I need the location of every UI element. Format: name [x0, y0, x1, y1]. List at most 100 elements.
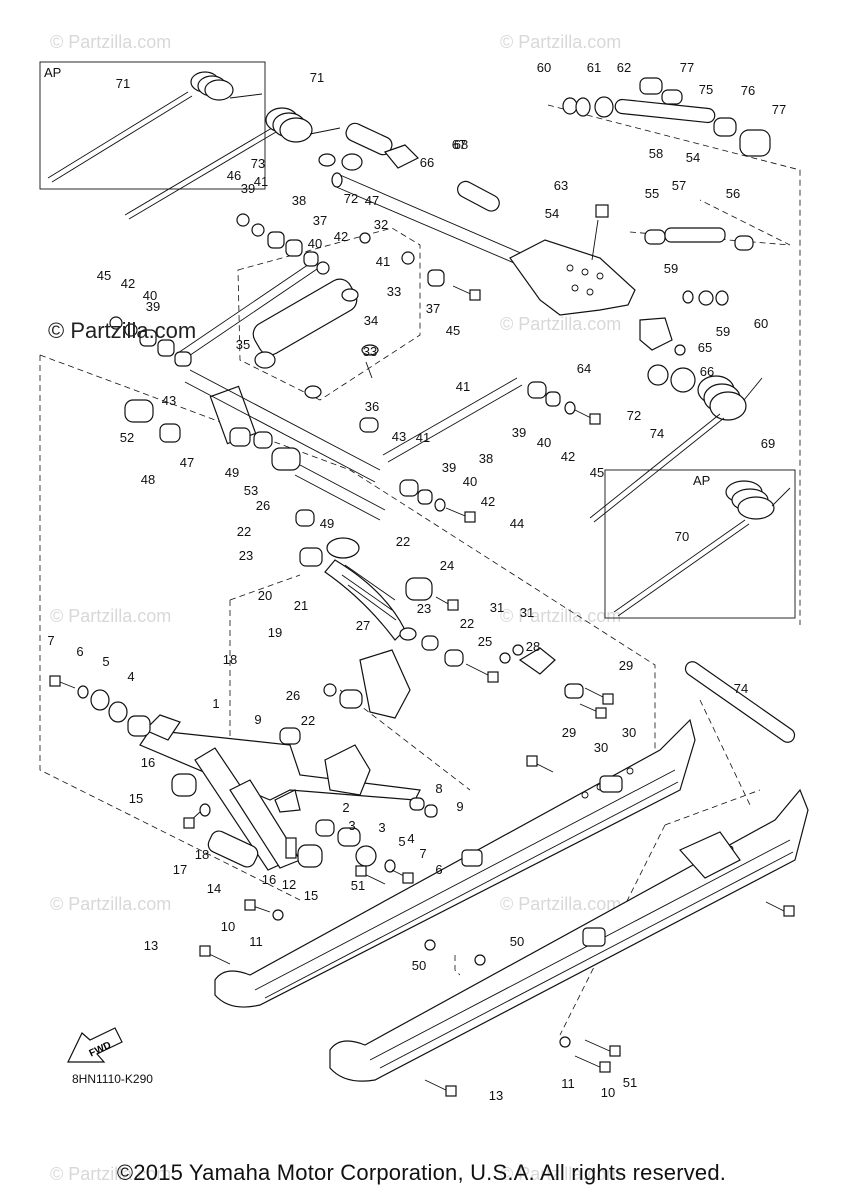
inset-label: AP — [693, 473, 710, 488]
inset-ap-70: AP — [39, 61, 266, 190]
part-callout-64: 64 — [577, 361, 591, 376]
part-callout-35: 35 — [236, 337, 250, 352]
part-callout-15: 15 — [304, 888, 318, 903]
part-callout-8: 8 — [435, 781, 442, 796]
part-callout-66: 66 — [420, 155, 434, 170]
fwd-arrow: FWD — [67, 1027, 123, 1063]
inset-ap-68: AP — [604, 469, 796, 619]
shock-20 — [324, 537, 417, 641]
part-callout-75: 75 — [699, 82, 713, 97]
faint-watermark: © Partzilla.com — [50, 606, 171, 626]
part-callout-7: 7 — [419, 846, 426, 861]
part-callout-29: 29 — [562, 725, 576, 740]
part-callout-17: 17 — [173, 862, 187, 877]
part-callout-10: 10 — [601, 1085, 615, 1100]
part-callout-5: 5 — [102, 654, 109, 669]
part-callout-16: 16 — [141, 755, 155, 770]
part-callout-22: 22 — [460, 616, 474, 631]
part-callout-19: 19 — [268, 625, 282, 640]
part-callout-21: 21 — [294, 598, 308, 613]
part-callout-41: 41 — [254, 174, 268, 189]
part-callout-45: 45 — [590, 465, 604, 480]
faint-watermark: © Partzilla.com — [50, 1164, 171, 1184]
shock-36 — [252, 278, 359, 369]
part-callout-18: 18 — [223, 652, 237, 667]
part-callout-47: 47 — [365, 193, 379, 208]
part-callout-13: 13 — [489, 1088, 503, 1103]
part-callout-18: 18 — [195, 847, 209, 862]
part-callout-13: 13 — [144, 938, 158, 953]
part-callout-51: 51 — [351, 878, 365, 893]
part-callout-67: 67 — [452, 137, 466, 152]
slide-rails — [214, 718, 809, 1082]
torsion-spring-68 — [613, 480, 791, 617]
part-callout-41: 41 — [376, 254, 390, 269]
part-callout-26: 26 — [256, 498, 270, 513]
front-arm-assembly — [49, 509, 796, 1097]
part-callout-47: 47 — [180, 455, 194, 470]
part-callout-58: 58 — [649, 146, 663, 161]
part-callout-23: 23 — [239, 548, 253, 563]
faint-watermark: © Partzilla.com — [500, 32, 621, 52]
part-callout-39: 39 — [146, 299, 160, 314]
part-callout-59: 59 — [664, 261, 678, 276]
faint-watermark: © Partzilla.com — [500, 314, 621, 334]
part-callout-36: 36 — [365, 399, 379, 414]
part-callout-20: 20 — [258, 588, 272, 603]
part-callout-43: 43 — [392, 429, 406, 444]
part-callout-11: 11 — [561, 1076, 575, 1091]
part-callout-22: 22 — [301, 713, 315, 728]
faint-watermarks: © Partzilla.com © Partzilla.com © Partzi… — [50, 32, 621, 1184]
part-callout-60: 60 — [537, 60, 551, 75]
part-callout-53: 53 — [244, 483, 258, 498]
part-callout-56: 56 — [726, 186, 740, 201]
part-callout-33: 33 — [363, 344, 377, 359]
part-callout-38: 38 — [479, 451, 493, 466]
part-callout-42: 42 — [481, 494, 495, 509]
part-callout-40: 40 — [308, 236, 322, 251]
part-callout-43: 43 — [162, 393, 176, 408]
part-callout-59: 59 — [716, 324, 730, 339]
faint-watermark: © Partzilla.com — [50, 894, 171, 914]
part-callout-55: 55 — [645, 186, 659, 201]
part-callout-50: 50 — [412, 958, 426, 973]
part-callout-72: 72 — [627, 408, 641, 423]
part-callout-10: 10 — [221, 919, 235, 934]
part-callout-22: 22 — [396, 534, 410, 549]
part-callout-3: 3 — [378, 820, 385, 835]
copyright-notice: ©2015 Yamaha Motor Corporation, U.S.A. A… — [116, 1160, 727, 1185]
part-callout-31: 31 — [520, 605, 534, 620]
part-callout-24: 24 — [440, 558, 454, 573]
part-callout-41: 41 — [416, 430, 430, 445]
part-callout-25: 25 — [478, 634, 492, 649]
part-callout-39: 39 — [241, 181, 255, 196]
part-callout-5: 5 — [398, 834, 405, 849]
part-callout-15: 15 — [129, 791, 143, 806]
part-callout-65: 65 — [698, 340, 712, 355]
part-callout-71: 71 — [116, 76, 130, 91]
part-callout-73: 73 — [251, 156, 265, 171]
part-callout-69: 69 — [761, 436, 775, 451]
part-callout-9: 9 — [456, 799, 463, 814]
torsion-spring-67 — [589, 375, 763, 523]
part-callout-9: 9 — [254, 712, 261, 727]
part-callout-42: 42 — [561, 449, 575, 464]
part-callout-74: 74 — [650, 426, 664, 441]
part-callout-74: 74 — [734, 681, 748, 696]
part-callout-77: 77 — [772, 102, 786, 117]
part-callout-70: 70 — [675, 529, 689, 544]
part-callout-54: 54 — [545, 206, 559, 221]
part-callout-29: 29 — [619, 658, 633, 673]
faint-watermark: © Partzilla.com — [500, 1164, 621, 1184]
part-callout-40: 40 — [143, 288, 157, 303]
part-callout-11: 11 — [249, 934, 263, 949]
part-callout-77: 77 — [680, 60, 694, 75]
part-callout-30: 30 — [622, 725, 636, 740]
part-callout-33: 33 — [387, 284, 401, 299]
part-callout-3: 3 — [348, 818, 355, 833]
inset-label: AP — [44, 65, 61, 80]
part-callout-4: 4 — [407, 831, 414, 846]
part-callout-66: 66 — [700, 364, 714, 379]
